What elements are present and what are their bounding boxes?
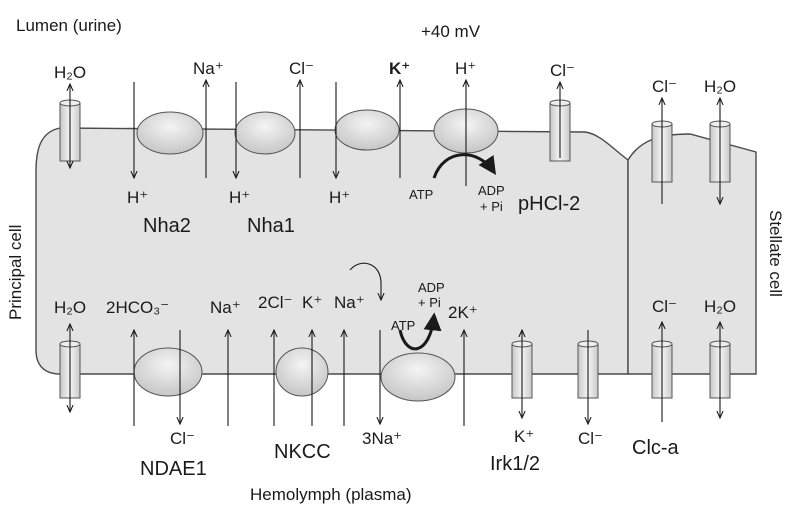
apical-h-pump-label: H⁺ (455, 59, 476, 78)
pump-k-label: 2K⁺ (448, 303, 478, 322)
lumen-label: Lumen (urine) (16, 16, 122, 35)
ndae1-cl-label: Cl⁻ (170, 429, 195, 448)
principal-cell-label: Principal cell (6, 225, 25, 320)
basolateral-pi-label: + Pi (418, 295, 441, 310)
pump-na-label: 3Na⁺ (362, 429, 402, 448)
nha1-h-label: H⁺ (229, 188, 250, 207)
nkcc-na-label: Na⁺ (334, 293, 365, 312)
apical-atp-label: ATP (409, 187, 433, 202)
phcl2-name: pHCl-2 (518, 193, 580, 215)
nha2-name: Nha2 (143, 215, 191, 237)
basolateral-cl-label: Cl⁻ (578, 429, 603, 448)
ndae1-name: NDAE1 (140, 458, 207, 480)
clca-name: Clc-a (632, 437, 680, 459)
apical-adp-label: ADP (478, 183, 505, 198)
nkcc-cl-label: 2Cl⁻ (258, 293, 292, 312)
irk-name: Irk1/2 (490, 453, 540, 475)
apical-pi-label: + Pi (480, 199, 503, 214)
na-recycle-loop (349, 262, 381, 300)
apical-h2o-label: H₂O (54, 63, 86, 82)
ndae1-na-label: Na⁺ (210, 298, 241, 317)
apical-k-label: K⁺ (389, 59, 410, 78)
stellate-basolateral-h2o-label: H₂O (704, 297, 736, 316)
nkcc-k-label: K⁺ (302, 293, 322, 312)
voltage-label: +40 mV (421, 22, 481, 41)
nha1-name: Nha1 (247, 215, 295, 237)
basolateral-adp-label: ADP (418, 280, 445, 295)
basolateral-h2o-label: H₂O (54, 298, 86, 317)
third-exchanger (334, 109, 400, 151)
basolateral-atp-label: ATP (391, 318, 415, 333)
nha2-h-label: H⁺ (127, 188, 148, 207)
nkcc-transporter (275, 347, 329, 397)
basolateral-atp-curve (398, 312, 442, 351)
apical-atp-curve (432, 153, 496, 179)
apical-cl-label: Cl⁻ (289, 59, 314, 78)
nha1-transporter (234, 111, 296, 155)
stellate-apical-cl-label: Cl⁻ (652, 77, 677, 96)
stellate-apical-h2o-label: H₂O (704, 77, 736, 96)
apical-na-label: Na⁺ (193, 59, 224, 78)
principal-cell-body (35, 127, 629, 375)
na-k-atpase-pump (380, 352, 456, 402)
hco3-label: 2HCO₃⁻ (106, 298, 169, 317)
irk-k-label: K⁺ (514, 427, 534, 446)
hemolymph-label: Hemolymph (plasma) (250, 485, 412, 504)
nkcc-name: NKCC (274, 441, 331, 463)
third-h-label: H⁺ (329, 188, 350, 207)
apical-phcl-cl-label: Cl⁻ (550, 61, 575, 80)
nha2-transporter (136, 111, 204, 155)
ndae1-transporter (133, 347, 203, 397)
stellate-basolateral-cl-label: Cl⁻ (652, 297, 677, 316)
stellate-cell-label: Stellate cell (766, 210, 785, 297)
stellate-cell-body (627, 133, 757, 375)
